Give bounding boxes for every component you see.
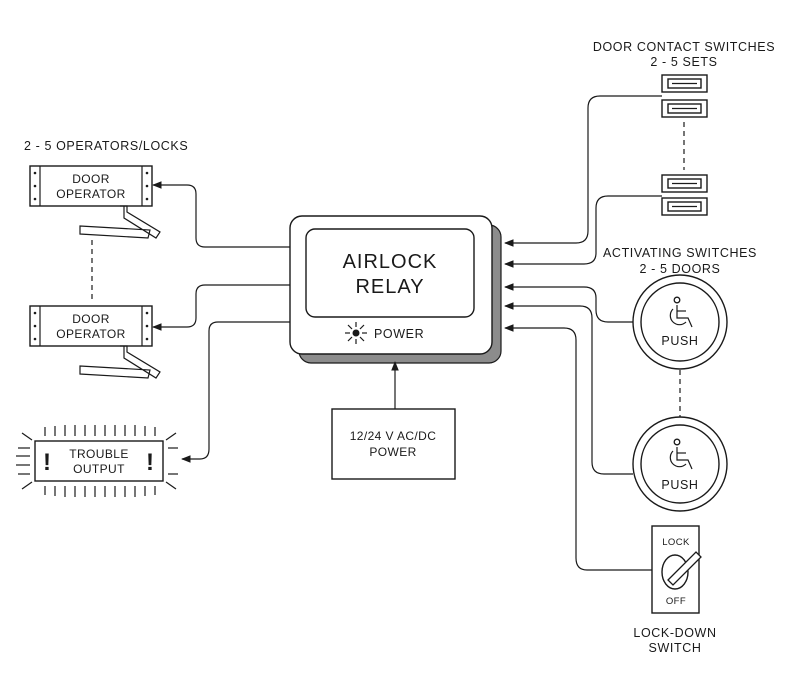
lockdown-title-line1: LOCK-DOWN — [633, 626, 716, 640]
activating-title-line2: 2 - 5 DOORS — [640, 262, 721, 276]
trouble-mark-right: ! — [146, 449, 154, 476]
power-supply-box: 12/24 V AC/DC POWER — [331, 408, 456, 480]
wire-door-contact-1-to-relay — [504, 95, 662, 247]
wire-relay-to-operator-1 — [152, 181, 290, 248]
relay-title-line1: AIRLOCK — [343, 251, 438, 273]
push-button-2: PUSH — [632, 416, 728, 512]
door-operator-2-line2: OPERATOR — [56, 327, 125, 341]
door-contact-switch-2a — [661, 174, 708, 193]
push-button-1-label: PUSH — [661, 334, 698, 348]
power-supply-line2: POWER — [369, 445, 416, 459]
door-operator-2-line1: DOOR — [72, 312, 110, 326]
trouble-line2: OUTPUT — [73, 462, 125, 476]
relay-title-line2: RELAY — [355, 276, 424, 298]
push-button-2-label: PUSH — [661, 478, 698, 492]
wire-door-contact-2-to-relay — [504, 195, 662, 268]
airlock-relay-unit: AIRLOCK RELAY POWER — [289, 215, 502, 364]
trouble-mark-left: ! — [43, 449, 51, 476]
lockdown-off-label: OFF — [666, 596, 686, 607]
door-operator-1: DOOR OPERATOR — [29, 165, 161, 239]
door-operator-1-line1: DOOR — [72, 172, 110, 186]
power-supply-line1: 12/24 V AC/DC — [350, 429, 437, 443]
relay-power-label: POWER — [374, 327, 424, 341]
door-contacts-title-line1: DOOR CONTACT SWITCHES — [593, 40, 775, 54]
wire-push-button-2-to-relay — [504, 302, 633, 475]
wire-relay-to-operator-2 — [152, 284, 290, 331]
door-operator-1-arm-icon — [79, 205, 161, 239]
wire-relay-to-trouble-output — [181, 321, 290, 463]
wire-lockdown-to-relay — [504, 324, 652, 571]
wire-push-button-1-to-relay — [504, 283, 633, 323]
power-indicator-icon — [345, 322, 367, 344]
lockdown-toggle-lever-icon — [667, 551, 702, 586]
door-contact-switch-2b — [661, 197, 708, 216]
activating-title-line1: ACTIVATING SWITCHES — [603, 246, 757, 260]
door-contact-switch-1b — [661, 99, 708, 118]
wheelchair-icon — [669, 438, 693, 470]
door-operator-1-line2: OPERATOR — [56, 187, 125, 201]
operators-title: 2 - 5 OPERATORS/LOCKS — [24, 139, 188, 153]
door-contacts-title-line2: 2 - 5 SETS — [650, 55, 717, 69]
lockdown-switch: LOCK OFF — [651, 525, 702, 614]
lockdown-title-line2: SWITCH — [649, 641, 702, 655]
push-button-1: PUSH — [632, 274, 728, 370]
trouble-line1: TROUBLE — [69, 447, 128, 461]
door-operator-2-arm-icon — [79, 345, 161, 379]
wheelchair-icon — [669, 296, 693, 328]
door-contact-switch-1a — [661, 74, 708, 93]
trouble-glow-rays — [16, 425, 178, 497]
trouble-output-light: ! ! TROUBLE OUTPUT — [16, 425, 178, 497]
door-operator-2: DOOR OPERATOR — [29, 305, 161, 379]
lockdown-lock-label: LOCK — [662, 537, 690, 548]
